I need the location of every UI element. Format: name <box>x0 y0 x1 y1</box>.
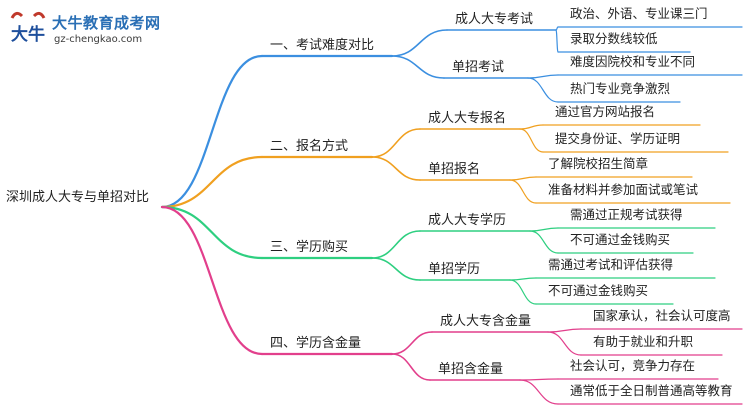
subtopic: 成人大专学历 <box>428 213 507 228</box>
leaf-connector <box>527 77 559 103</box>
leaf-topic: 有助于就业和升职 <box>593 334 694 349</box>
leaf-topic: 通常低于全日制普通高等教育 <box>570 383 733 398</box>
branch-topic: 三、学历购买 <box>270 240 349 255</box>
leaf-connector <box>547 331 582 356</box>
leaf-connector <box>509 179 537 204</box>
leaf-topic: 通过官方网站报名 <box>555 104 656 119</box>
branch-topic: 二、报名方式 <box>270 139 349 154</box>
leaf-connector <box>527 74 559 79</box>
leaf-connector <box>519 124 544 130</box>
branch-connector <box>160 205 264 260</box>
leaf-topic: 国家承认，社会认可度高 <box>593 308 731 323</box>
subtopic: 成人大专考试 <box>455 12 534 27</box>
leaf-topic: 政治、外语、专业课三门 <box>570 6 708 21</box>
leaf-connector <box>509 277 537 281</box>
leaf-connector <box>509 279 537 305</box>
leaf-connector <box>519 128 544 153</box>
leaf-connector <box>555 29 559 53</box>
leaf-connector <box>519 379 559 405</box>
root-topic: 深圳成人大专与单招对比 <box>6 190 150 205</box>
subtopic-connector <box>391 55 445 79</box>
subtopic-connector <box>371 156 421 181</box>
leaf-topic: 不可通过金钱购买 <box>570 232 671 247</box>
subtopic-connector <box>391 29 448 57</box>
leaf-topic: 不可通过金钱购买 <box>548 283 649 298</box>
leaf-connector <box>547 328 582 333</box>
leaf-topic: 需通过考试和评估获得 <box>548 257 674 272</box>
subtopic-connector <box>371 257 421 281</box>
leaf-topic: 准备材料并参加面试或笔试 <box>548 182 699 197</box>
leaf-topic: 录取分数线较低 <box>570 31 658 46</box>
leaf-topic: 热门专业竞争激烈 <box>570 81 671 96</box>
logo-site-name: 大牛教育成考网 <box>52 14 161 32</box>
leaf-topic: 了解院校招生简章 <box>548 156 649 171</box>
leaf-connector <box>519 378 559 381</box>
subtopic-connector <box>371 128 421 158</box>
subtopic-connector <box>391 353 431 381</box>
branch-connector <box>160 54 264 209</box>
subtopic-connector <box>391 331 433 355</box>
leaf-topic: 需通过正规考试获得 <box>570 207 683 222</box>
branch-connector <box>160 155 264 209</box>
branch-topic: 一、考试难度对比 <box>270 38 375 53</box>
leaf-connector <box>509 176 537 181</box>
subtopic: 单招考试 <box>452 60 505 75</box>
site-logo: 大牛 大牛教育成考网 gz-chengkao.com <box>6 8 176 54</box>
leaf-connector <box>529 230 559 254</box>
logo-site-url: gz-chengkao.com <box>54 34 143 45</box>
branch-connector <box>160 205 264 356</box>
branch-topic: 四、学历含金量 <box>270 336 362 351</box>
bull-logo-icon: 大牛 <box>10 11 46 45</box>
subtopic: 成人大专含金量 <box>440 314 532 329</box>
leaf-topic: 提交身份证、学历证明 <box>555 131 681 146</box>
leaf-connector <box>529 227 559 232</box>
logo-mark-text: 大牛 <box>11 24 45 45</box>
subtopic-connector <box>371 230 421 259</box>
subtopic: 单招含金量 <box>438 362 504 377</box>
subtopic: 单招学历 <box>428 262 481 277</box>
subtopic: 成人大专报名 <box>428 111 507 126</box>
leaf-topic: 难度因院校和专业不同 <box>570 54 696 69</box>
leaf-topic: 社会认可，竞争力存在 <box>570 358 696 373</box>
subtopic: 单招报名 <box>428 162 481 177</box>
